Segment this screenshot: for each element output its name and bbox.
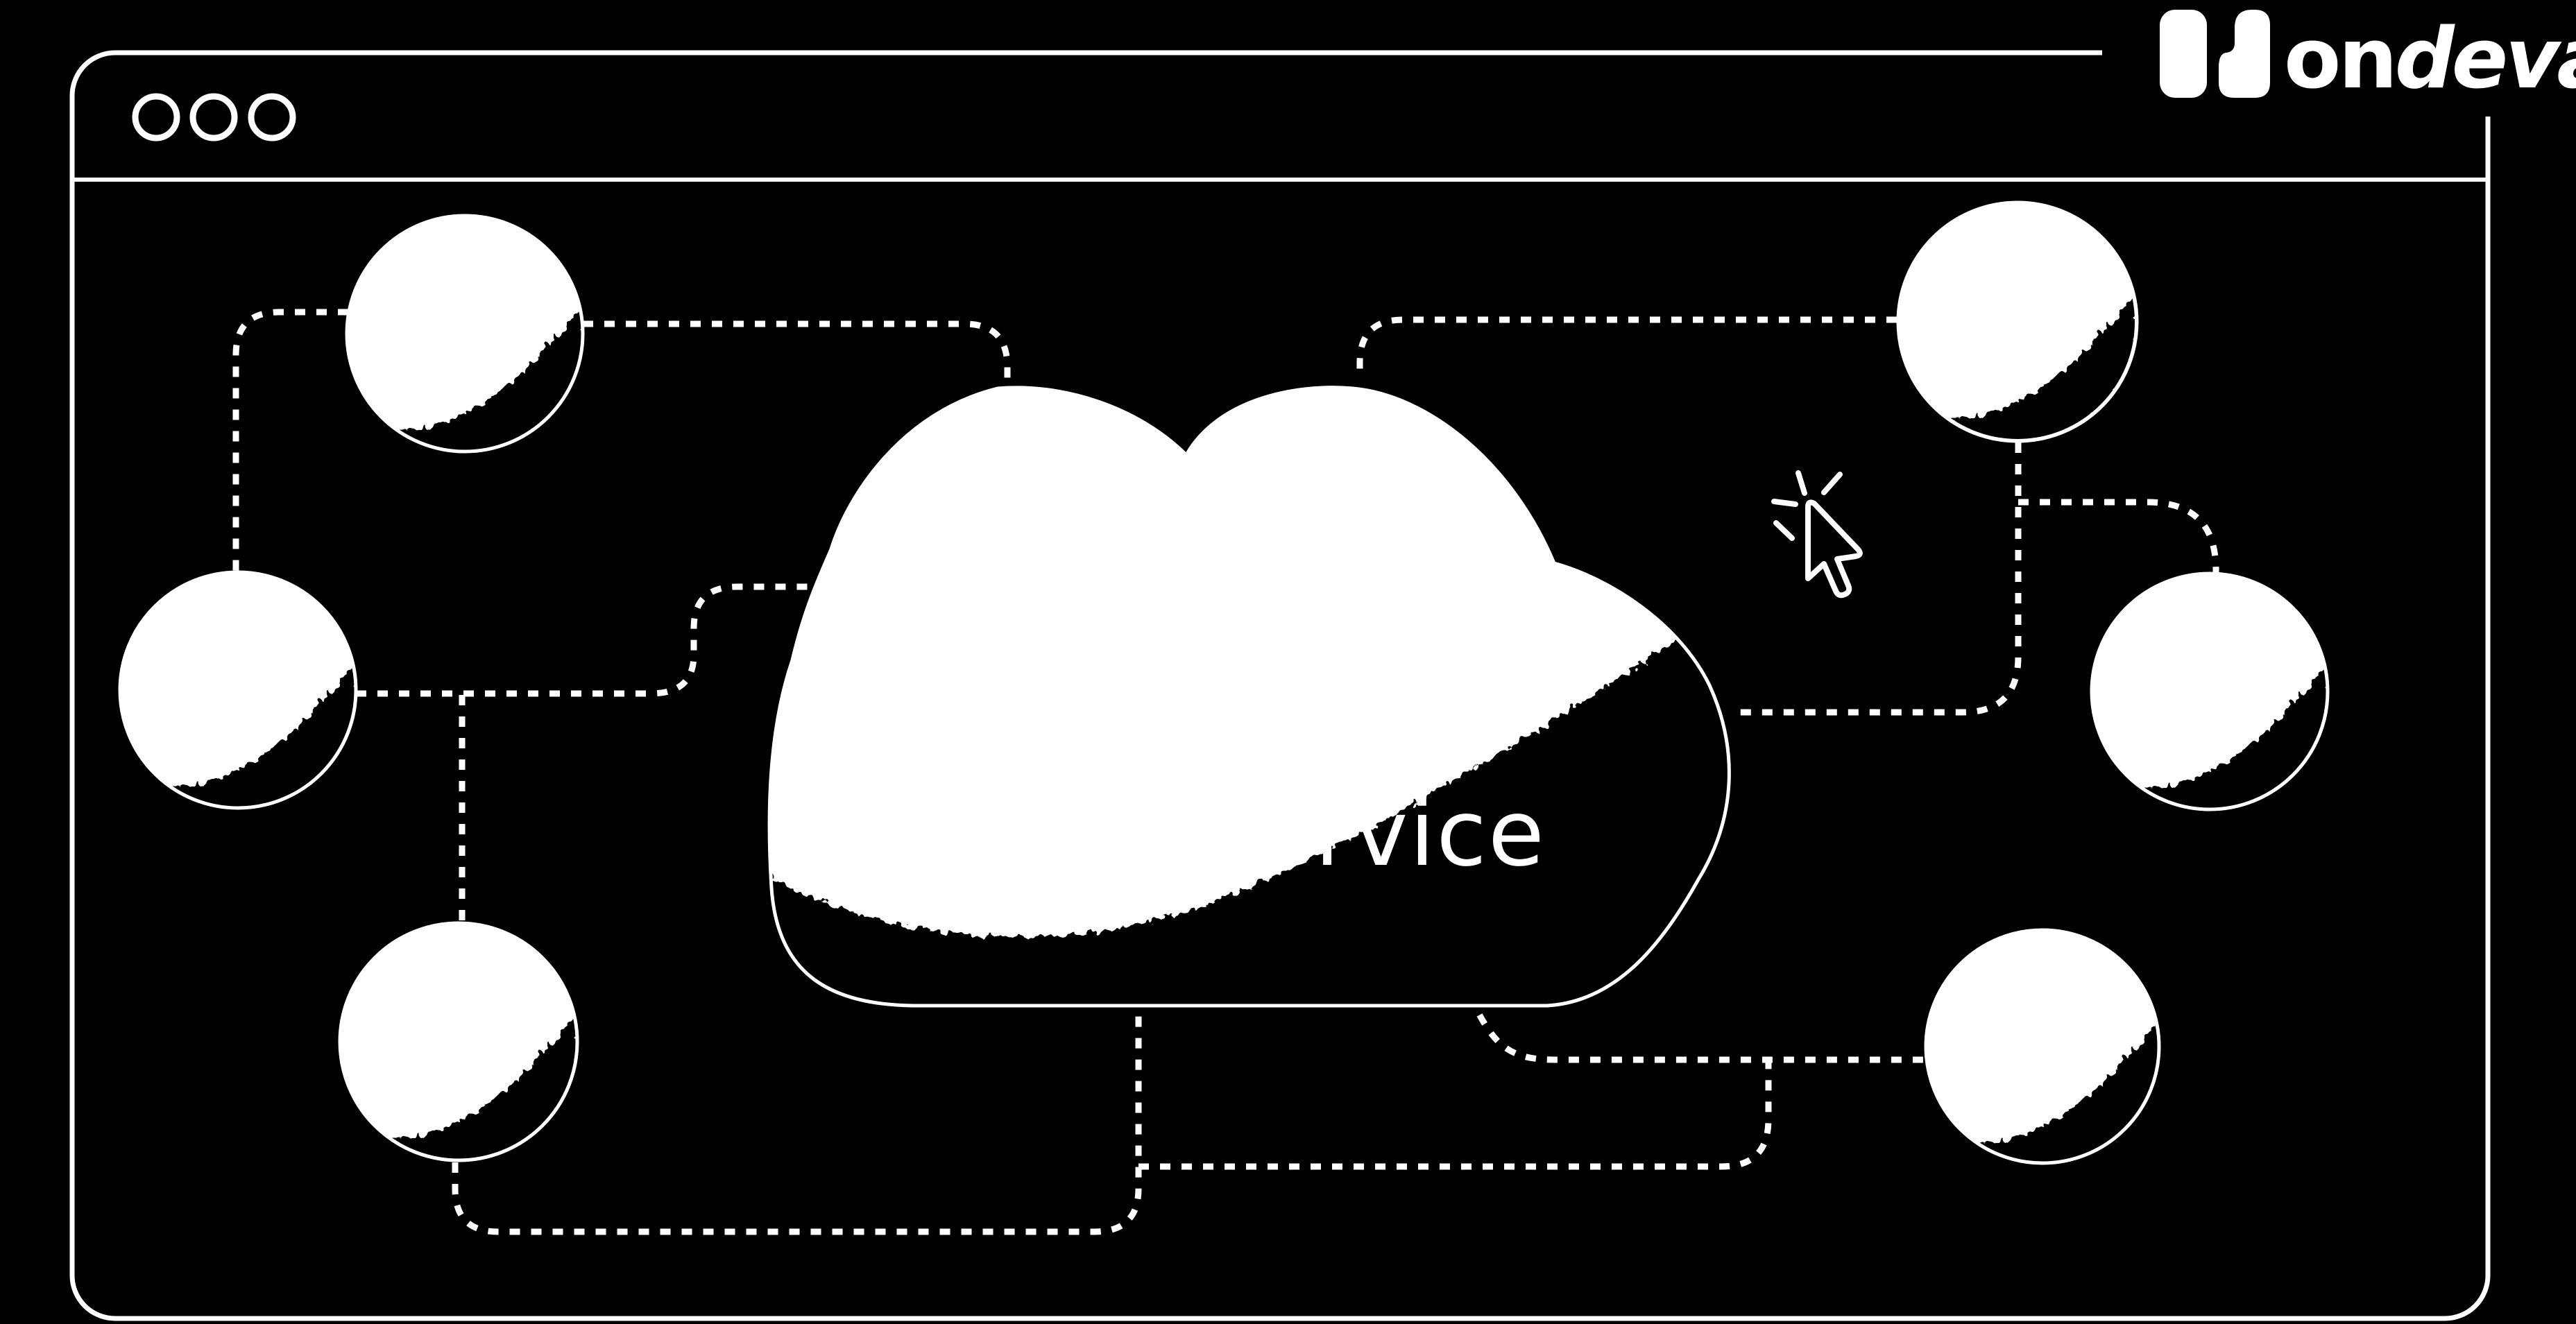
- cloud-shadow: [769, 630, 1730, 1006]
- sphere-shadow: [393, 309, 582, 451]
- cloud-label: Service: [1197, 780, 1546, 887]
- sphere-shadow: [386, 1017, 576, 1159]
- sphere-shadow: [166, 665, 355, 807]
- sphere-outline: [118, 570, 358, 810]
- connector-bottom-link: [1138, 1063, 1772, 1170]
- brand-logo: ondeva: [2102, 0, 2576, 117]
- sphere-outline: [2090, 571, 2330, 811]
- sphere-outline: [345, 214, 585, 454]
- browser-window: [69, 50, 2491, 1321]
- sphere-node: [345, 214, 585, 454]
- sphere-node: [2090, 571, 2330, 811]
- sphere-node: [338, 921, 579, 1162]
- connector-node1-cloud: [583, 320, 1011, 383]
- window-control-dots: [132, 93, 296, 141]
- connector-node1-node2: [232, 309, 348, 571]
- sphere-outline: [1924, 928, 2161, 1165]
- network-nodes: [118, 200, 2330, 1165]
- logo-wordmark-suffix: deva: [2395, 11, 2576, 108]
- cursor-click-rays: [1771, 470, 1843, 541]
- cursor-arrow: [1805, 499, 1863, 599]
- browser-window-frame: [69, 50, 2491, 1321]
- logo-mark-icon: [2160, 10, 2270, 98]
- connector-cloud-node4: [1356, 316, 1897, 379]
- sphere-node: [1924, 928, 2161, 1165]
- connector-node2-cloud: [356, 583, 826, 697]
- sphere-node: [1896, 200, 2139, 443]
- sphere-shadow: [1945, 297, 2135, 439]
- window-control-dot-icon: [132, 93, 180, 141]
- cloud-outline: [767, 386, 1731, 1008]
- sphere-shadow: [2138, 667, 2327, 809]
- dashed-connector-network: [232, 309, 2219, 1235]
- connector-node4-node5: [2018, 499, 2219, 574]
- sphere-node: [118, 570, 358, 810]
- logo-wordmark-prefix: on: [2284, 11, 2395, 108]
- connector-node3-cloud: [452, 1001, 1142, 1235]
- cloud-shape: Service: [767, 386, 1731, 1008]
- click-cursor-icon: [1771, 470, 1863, 599]
- window-control-dot-icon: [248, 93, 296, 141]
- connector-node4-cloud: [1732, 442, 2022, 716]
- sphere-shadow: [1970, 1022, 2160, 1164]
- logo-wordmark: ondeva: [2284, 11, 2576, 108]
- window-control-dot-icon: [189, 93, 238, 141]
- sphere-outline: [1896, 200, 2139, 443]
- sphere-outline: [338, 921, 579, 1162]
